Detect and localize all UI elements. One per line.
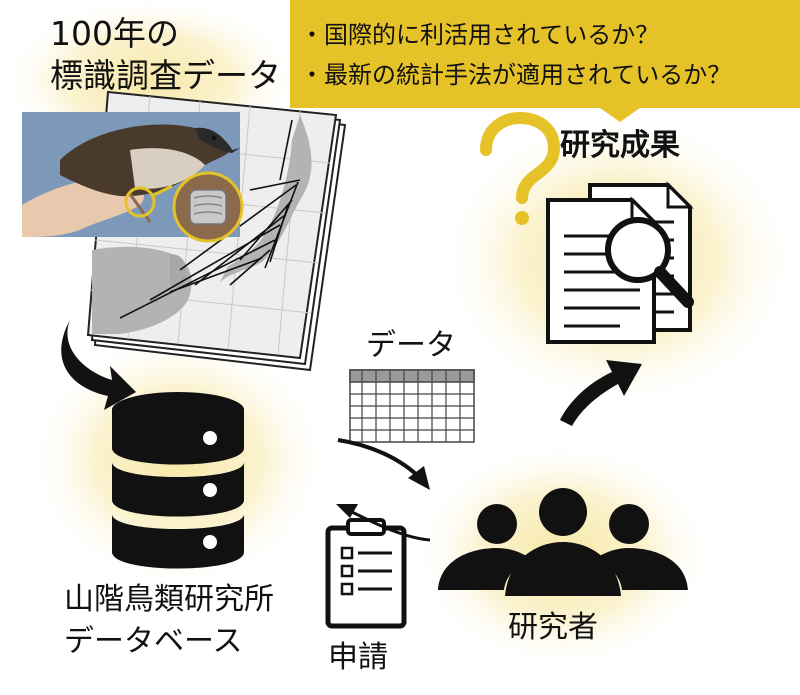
application-label: 申請	[328, 640, 388, 675]
arrow-map-to-database	[61, 320, 137, 410]
researchers-label: 研究者	[508, 610, 598, 645]
data-table-icon	[349, 369, 475, 443]
question-2: ・最新の統計手法が適用されているか？	[300, 61, 732, 89]
arrow-researchers-to-results	[560, 360, 642, 426]
korea-land	[170, 254, 187, 290]
data-label: データ	[366, 328, 456, 363]
title-line-2: 標識調査データ	[50, 56, 281, 95]
question-banner-text: ・国際的に利活用されているか？ ・最新の統計手法が適用されているか？	[290, 0, 800, 108]
magnifier-icon	[605, 217, 671, 283]
arrow-head-application	[336, 504, 358, 518]
title-line-1: 100年の	[50, 14, 179, 53]
results-label: 研究成果	[560, 128, 680, 163]
question-banner	[290, 0, 800, 122]
bird-photo[interactable]	[22, 112, 244, 243]
database-label-line-1: 山階鳥類研究所	[64, 582, 274, 617]
clipboard-icon	[325, 518, 407, 629]
results-documents-icon	[546, 181, 694, 344]
database-label-line-2: データベース	[64, 624, 243, 659]
continent-land	[92, 246, 192, 334]
researchers-icon	[438, 488, 688, 596]
arrow-data-to-researchers	[337, 438, 422, 480]
arrow-head-data	[408, 466, 430, 490]
question-1: ・国際的に利活用されているか？	[300, 21, 660, 49]
arrow-researchers-to-clipboard	[351, 510, 431, 542]
band-callout-ring	[124, 186, 156, 218]
database-icon	[112, 392, 244, 569]
question-mark-icon	[480, 111, 561, 225]
japan-land	[220, 115, 312, 282]
